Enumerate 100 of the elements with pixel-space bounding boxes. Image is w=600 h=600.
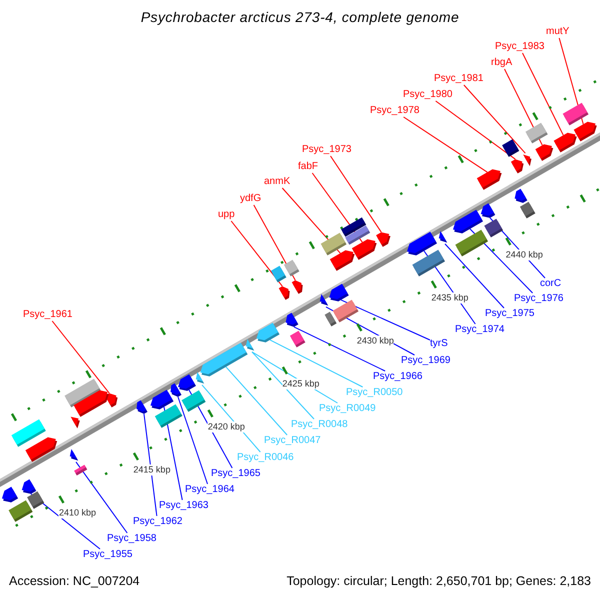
gene-glyph	[150, 390, 174, 410]
gene-glyph	[74, 390, 109, 417]
leader-line	[444, 243, 504, 308]
gene-glyph	[352, 239, 377, 260]
scale-label: 2430 kbp	[356, 336, 394, 347]
gene-glyph	[514, 188, 528, 203]
gene-glyph	[438, 230, 448, 243]
gene-box	[27, 491, 44, 509]
leader-line	[435, 100, 516, 160]
gene-glyph	[376, 232, 390, 247]
leader-line	[76, 461, 128, 534]
leader-line	[270, 339, 364, 388]
footer-text: Topology: circular; Length: 2,650,701 bp; Genes: 2,183	[286, 574, 591, 588]
leader-line	[230, 220, 283, 287]
gene-glyph	[523, 154, 532, 166]
gene-box	[74, 464, 88, 476]
gene-label: Psyc_1964	[185, 484, 234, 496]
gene-label: Psyc_1963	[159, 500, 208, 512]
gene-box	[270, 266, 286, 282]
scale-label: 2425 kbp	[282, 378, 320, 390]
gene-box	[562, 102, 589, 126]
gene-label: Psyc_R0049	[319, 403, 376, 415]
gene-label: corC	[540, 278, 562, 290]
gene-glyph	[70, 416, 80, 428]
gene-box	[154, 404, 182, 428]
gene-glyph	[25, 437, 58, 462]
scale-label: 2440 kbp	[506, 250, 543, 261]
gene-label: Psyc_1955	[83, 549, 132, 561]
leader-line	[463, 84, 526, 154]
leader-line	[340, 299, 430, 340]
gene-label: Psyc_1961	[23, 309, 72, 321]
gene-glyph	[320, 294, 328, 306]
gene-label: Psyc_1976	[514, 293, 564, 305]
gene-label: Psyc_R0046	[237, 452, 294, 464]
gene-label: Psyc_R0048	[291, 419, 348, 431]
gene-glyph	[574, 122, 597, 142]
gene-box	[412, 250, 445, 276]
gene-box	[11, 419, 46, 447]
gene-box	[502, 139, 520, 157]
gene-glyph	[535, 144, 554, 161]
gene-glyph	[200, 342, 248, 376]
gene-glyph	[278, 286, 290, 300]
gene-label: Psyc_R0047	[264, 435, 321, 447]
scale-label: 2420 kbp	[208, 422, 245, 433]
gene-glyph	[330, 250, 355, 271]
gene-box	[345, 225, 370, 245]
gene-label: Psyc_1966	[373, 371, 422, 383]
gene-label: mutY	[546, 26, 570, 38]
diagram-title: Psychrobacter arcticus 273-4, complete genome	[140, 9, 460, 25]
leader-line	[330, 156, 382, 233]
gene-label: Psyc_1973	[302, 144, 352, 156]
leader-line	[403, 116, 488, 173]
leader-line	[522, 52, 564, 136]
gene-label: Psyc_1978	[370, 105, 420, 117]
gene-glyph	[286, 312, 298, 327]
leader-line	[312, 172, 363, 243]
footer-text: Accession: NC_007204	[9, 574, 140, 588]
gene-box	[525, 122, 548, 144]
gene-glyph	[256, 322, 280, 342]
gene-label: Psyc_1958	[107, 533, 156, 545]
gene-glyph	[292, 280, 303, 294]
gene-glyph	[2, 486, 18, 502]
gene-label: upp	[218, 209, 235, 221]
gene-box	[290, 330, 306, 348]
gene-label: Psyc_1983	[495, 41, 544, 53]
gene-label: anmK	[264, 176, 290, 188]
gene-label: ydfG	[240, 193, 262, 205]
gene-label: tyrS	[430, 338, 448, 350]
gene-label: Psyc_1980	[403, 89, 452, 101]
gene-box	[284, 260, 300, 276]
leader-line	[144, 413, 158, 516]
gene-glyph	[407, 232, 437, 256]
leader-line	[188, 389, 233, 468]
gene-label: Psyc_1969	[401, 355, 450, 367]
gene-label: Psyc_1965	[211, 468, 260, 480]
scale-label: 2410 kbp	[58, 508, 96, 519]
gene-glyph	[480, 203, 496, 218]
gene-label: Psyc_R0050	[346, 387, 403, 399]
gene-glyph	[554, 132, 577, 152]
leader-line	[52, 320, 110, 394]
gene-glyph	[329, 284, 349, 302]
gene-glyph	[476, 169, 502, 190]
gene-label: fabF	[298, 161, 318, 173]
gene-box	[320, 232, 347, 256]
gene-label: rbgA	[491, 57, 512, 69]
scale-label: 2415 kbp	[133, 464, 170, 476]
gene-glyph	[246, 338, 254, 351]
scale-label: 2435 kbp	[431, 292, 468, 304]
gene-glyph	[22, 479, 36, 494]
gene-label: Psyc_1975	[485, 308, 534, 320]
gene-label: Psyc_1981	[434, 73, 484, 85]
gene-box	[324, 312, 337, 326]
gene-glyph	[453, 210, 483, 234]
leader-line	[178, 396, 208, 484]
gene-glyph	[136, 400, 148, 414]
gene-label: Psyc_1962	[133, 516, 182, 528]
leader-line	[253, 204, 296, 281]
leader-line	[504, 68, 543, 146]
gene-box	[455, 230, 488, 256]
gene-box	[8, 500, 33, 522]
